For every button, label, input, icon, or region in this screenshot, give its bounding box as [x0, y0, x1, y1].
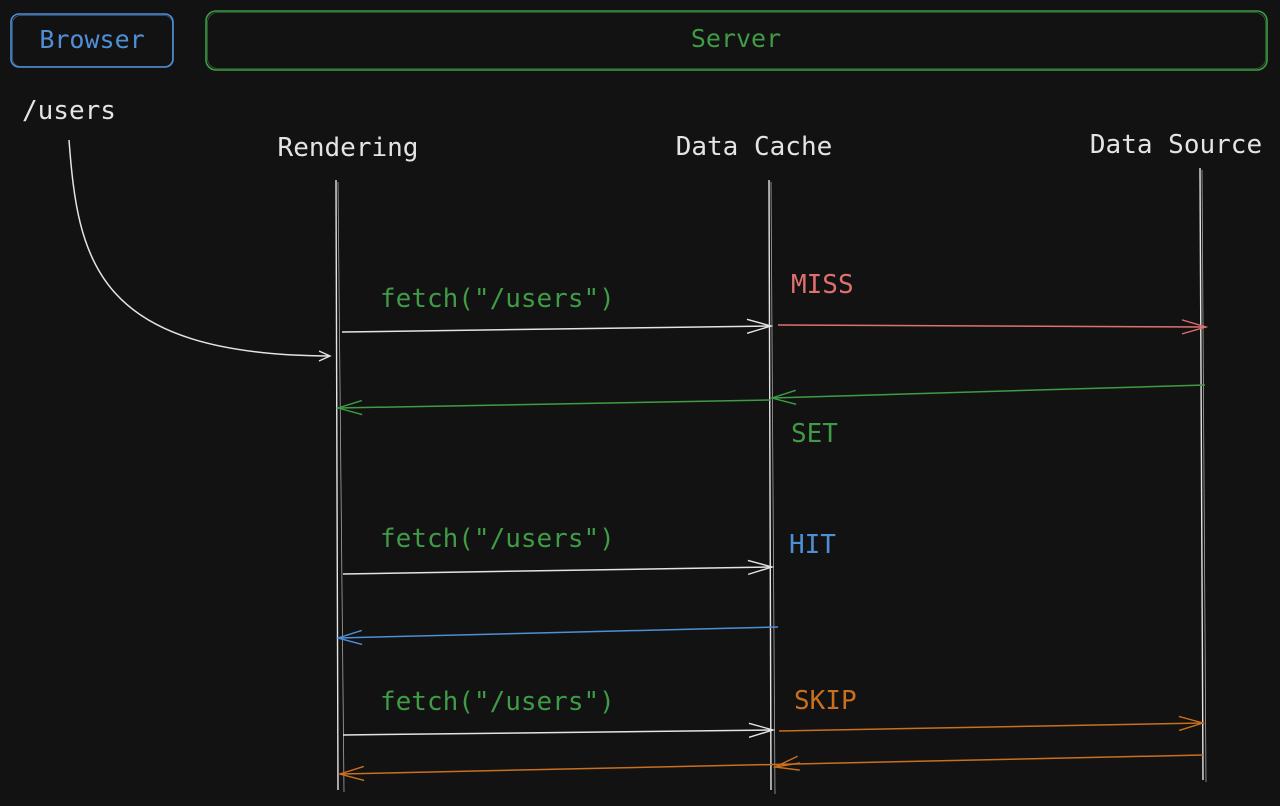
data-cache-lifeline [768, 179, 776, 795]
request-path-label: /users [22, 96, 116, 126]
flow3-cache-return-arrow [775, 763, 801, 767]
server-label: Server [691, 24, 781, 53]
flow3-fetch-call-label: fetch("/users") [380, 687, 615, 717]
flow1-source-return-arrow [772, 384, 1206, 398]
flow1-miss-label: MISS [791, 270, 854, 300]
flow2-fetch-arrow [342, 567, 772, 574]
flow1-miss-arrow [777, 325, 1206, 327]
flow2-cache-return-arrow [338, 626, 779, 638]
browser-label: Browser [39, 25, 144, 54]
flow2-fetch-call-label: fetch("/users") [380, 524, 615, 554]
flow1-cache-return-arrow [338, 399, 771, 408]
rendering-lifeline-title: Rendering [278, 133, 419, 163]
rendering-lifeline [335, 179, 345, 793]
flow1-fetch-arrow [341, 326, 771, 332]
flow3-fetch-arrow [342, 730, 773, 735]
data-source-lifeline [1199, 167, 1207, 783]
flow3-skip-label: SKIP [794, 686, 857, 716]
flow1-set-label: SET [791, 419, 838, 449]
data-cache-lifeline-title: Data Cache [676, 132, 833, 162]
flow1-fetch-call-label: fetch("/users") [380, 284, 615, 314]
browser-box: Browser [10, 13, 174, 68]
data-source-lifeline-title: Data Source [1090, 130, 1262, 160]
incoming-request-arrow [68, 139, 332, 362]
flow3-skip-arrow [778, 723, 1203, 732]
server-box: Server [205, 10, 1268, 71]
flow2-hit-label: HIT [789, 530, 836, 560]
flow3-source-return-arrow [340, 754, 1204, 774]
